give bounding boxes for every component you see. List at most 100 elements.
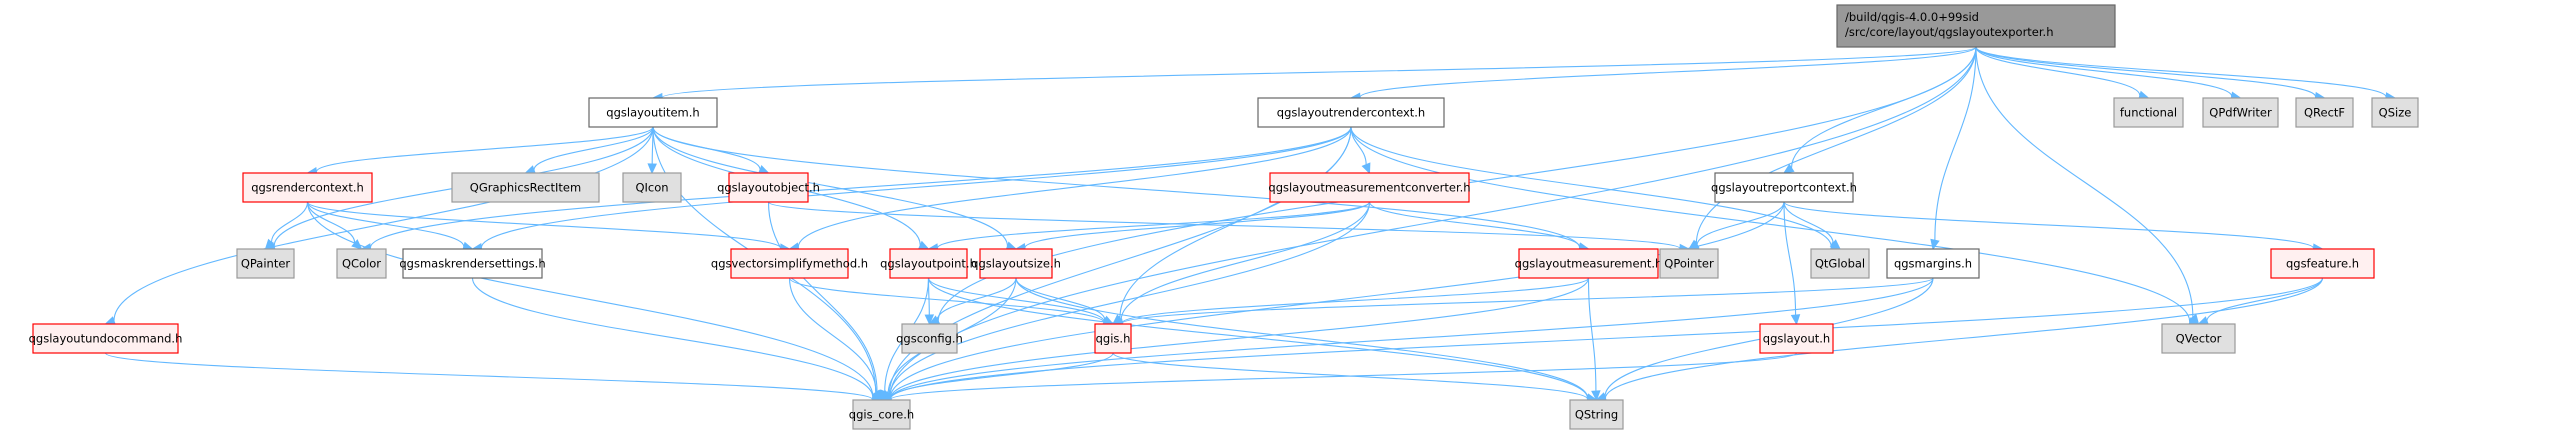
- edge-qgslayoutmeasurementconverter-to-qgslayoutmeasurement: [1368, 201, 1590, 252]
- edge-line: [1975, 46, 2233, 97]
- edge-qgslayoutreportcontext-to-qgsfeature: [1783, 201, 2324, 253]
- edge-line: [1350, 126, 1832, 247]
- edge-qgsrendercontext-to-QPainter: [264, 201, 309, 250]
- edge-line: [533, 126, 654, 171]
- node-box: [402, 248, 543, 279]
- node-label: qgsmargins.h: [1894, 257, 1972, 271]
- nodes-layer: /build/qgis-4.0.0+99sid/src/core/layout/…: [29, 4, 2419, 430]
- edge-line: [889, 201, 1371, 397]
- node-qgslayout[interactable]: qgslayout.h: [1759, 323, 1834, 354]
- edge-line: [1015, 277, 1589, 399]
- node-qgsfeature[interactable]: qgsfeature.h: [2270, 248, 2375, 279]
- edge-root-to-qgslayoutreportcontext: [1782, 46, 1977, 174]
- arrowhead-icon: [1829, 239, 1841, 250]
- edge-line: [652, 126, 1009, 247]
- edge-line: [2206, 277, 2324, 322]
- edge-line: [889, 201, 1785, 399]
- edge-qgslayoutpoint-to-qgsconfig: [924, 277, 935, 326]
- edge-line: [1015, 277, 1106, 321]
- node-label: qgslayoutreportcontext.h: [1711, 181, 1857, 195]
- edge-line: [936, 201, 1371, 249]
- edge-qgslayoutitem-to-qgsrendercontext: [306, 126, 654, 177]
- edge-qgslayoutobject-to-qgis_core: [767, 201, 883, 402]
- edge-line: [1975, 46, 2194, 317]
- arrowhead-icon: [924, 314, 935, 326]
- node-label: /build/qgis-4.0.0+99sid: [1845, 10, 1979, 24]
- node-box: [979, 248, 1053, 279]
- node-label: /src/core/layout/qgslayoutexporter.h: [1845, 25, 2054, 39]
- edge-line: [1790, 46, 1977, 169]
- node-label: qgslayoutmeasurement.h: [1515, 257, 1663, 271]
- arrowhead-icon: [1930, 238, 1940, 251]
- node-label: QIcon: [635, 181, 668, 195]
- node-qgslayoutmeasurementconverter[interactable]: qgslayoutmeasurementconverter.h: [1268, 172, 1471, 203]
- node-qstring: QString: [1569, 399, 1624, 430]
- node-qgraphicsrectitem: QGraphicsRectItem: [451, 172, 600, 203]
- edge-line: [1975, 46, 2141, 96]
- node-qgsmaskrendersettings[interactable]: qgsmaskrendersettings.h: [399, 248, 546, 279]
- node-label: QGraphicsRectItem: [470, 181, 581, 195]
- edge-line: [306, 201, 465, 247]
- node-qgslayoutundocommand[interactable]: qgslayoutundocommand.h: [29, 323, 183, 354]
- node-box: [2161, 323, 2236, 354]
- node-qgis[interactable]: qgis.h: [1094, 323, 1132, 354]
- node-qgslayoutitem[interactable]: qgslayoutitem.h: [588, 97, 718, 128]
- edge-line: [1934, 46, 1977, 241]
- node-label: QColor: [342, 257, 381, 271]
- node-label: QString: [1575, 408, 1618, 422]
- edge-qgslayoutreportcontext-to-QtGlobal: [1783, 201, 1841, 250]
- node-qgsvectorsimplifymethod[interactable]: qgsvectorsimplifymethod.h: [711, 248, 868, 279]
- edge-line: [480, 126, 1352, 248]
- node-label: QPdfWriter: [2209, 106, 2272, 120]
- edge-root-to-QRectF: [1975, 46, 2326, 102]
- node-qgslayoutrendercontext[interactable]: qgslayoutrendercontext.h: [1257, 97, 1445, 128]
- edge-line: [471, 277, 874, 398]
- node-box: [236, 248, 295, 279]
- edge-line: [1604, 277, 2324, 399]
- node-qgslayoutmeasurement[interactable]: qgslayoutmeasurement.h: [1515, 248, 1663, 279]
- edge-qgslayoutundocommand-to-qgis_core: [104, 352, 883, 405]
- node-qgslayoutobject[interactable]: qgslayoutobject.h: [717, 172, 820, 203]
- edge-line: [306, 201, 356, 244]
- node-label: qgslayoutrendercontext.h: [1277, 106, 1425, 120]
- edge-line: [936, 277, 1017, 320]
- edge-line: [1783, 201, 1797, 316]
- edge-qgslayoutitem-to-qgslayoutundocommand: [104, 126, 654, 326]
- edge-line: [1587, 277, 1597, 392]
- edge-root-to-QVector: [1975, 46, 2200, 325]
- edge-line: [270, 201, 309, 243]
- node-qgslayoutsize[interactable]: qgslayoutsize.h: [971, 248, 1061, 279]
- edge-line: [1121, 277, 1590, 324]
- node-qgis_core: qgis_core.h: [849, 399, 914, 430]
- edge-qgslayoutmeasurementconverter-to-qgslayoutsize: [1014, 201, 1371, 253]
- node-label: qgsmaskrendersettings.h: [399, 257, 545, 271]
- node-box: [901, 323, 958, 354]
- edge-line: [104, 352, 874, 400]
- edge-root-to-qgslayoutitem: [651, 46, 1977, 103]
- edge-line: [1119, 126, 1352, 319]
- node-label: qgslayout.h: [1763, 332, 1830, 346]
- edge-line: [788, 277, 1105, 324]
- node-qgsrendercontext[interactable]: qgsrendercontext.h: [242, 172, 373, 203]
- node-qtglobal: QtGlobal: [1810, 248, 1870, 279]
- node-label: QPainter: [241, 257, 291, 271]
- node-qgsmargins[interactable]: qgsmargins.h: [1886, 248, 1980, 279]
- node-qgslayoutpoint[interactable]: qgslayoutpoint.h: [880, 248, 977, 279]
- node-label: functional: [2120, 106, 2177, 120]
- node-qgslayoutreportcontext[interactable]: qgslayoutreportcontext.h: [1711, 172, 1857, 203]
- edge-line: [1975, 46, 2387, 98]
- edge-qgsvectorsimplifymethod-to-qgis_core: [788, 277, 883, 401]
- node-box: [1269, 172, 1470, 203]
- node-label: qgis_core.h: [849, 408, 914, 422]
- edge-root-to-QSize: [1975, 46, 2397, 102]
- node-label: QVector: [2176, 332, 2222, 346]
- edge-line: [889, 277, 1590, 399]
- node-box: [2202, 97, 2279, 128]
- node-box: [1886, 248, 1980, 279]
- node-root[interactable]: /build/qgis-4.0.0+99sid/src/core/layout/…: [1836, 4, 2116, 48]
- node-label: qgsvectorsimplifymethod.h: [711, 257, 868, 271]
- edge-line: [1120, 201, 1371, 321]
- edge-line: [306, 201, 874, 398]
- edge-line: [889, 352, 1798, 401]
